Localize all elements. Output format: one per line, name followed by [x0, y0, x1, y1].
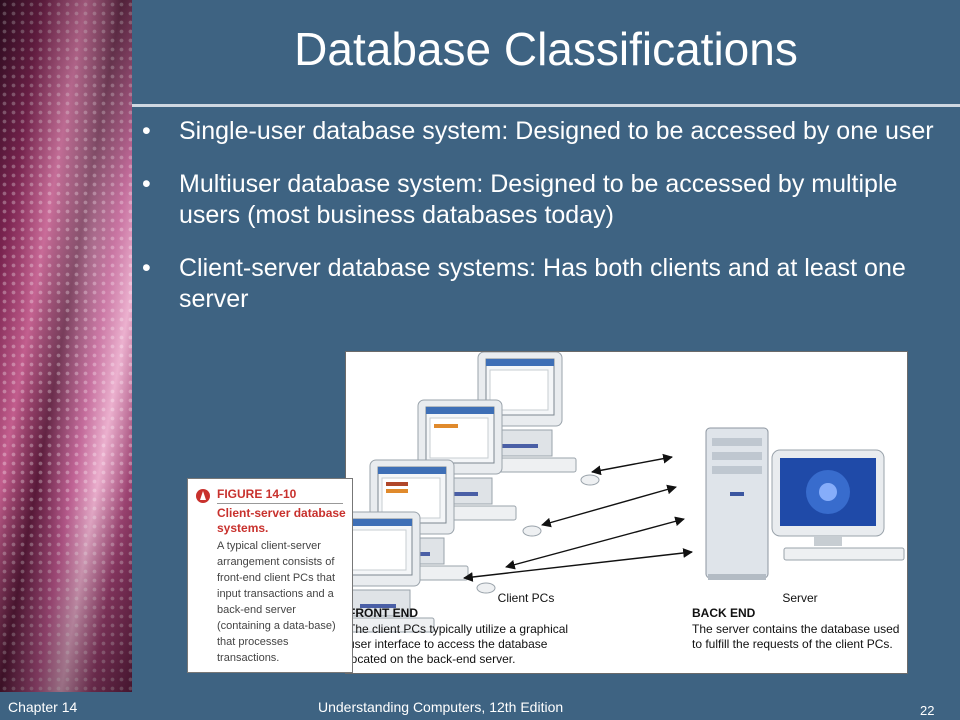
- bullet-list: Single-user database system: Designed to…: [142, 116, 942, 337]
- server-label: Server: [782, 591, 817, 605]
- bullet-item: Client-server database systems: Has both…: [142, 253, 942, 315]
- back-end-line: The server contains the database used: [692, 622, 899, 636]
- caption-divider: [217, 503, 343, 504]
- bullet-item: Multiuser database system: Designed to b…: [142, 169, 942, 231]
- decorative-side-image: [0, 0, 132, 692]
- client-pc-icon: [369, 459, 469, 581]
- connection-arrow: [541, 484, 677, 528]
- figure-marker-icon: [196, 489, 210, 503]
- back-end-line: to fulfill the requests of the client PC…: [692, 637, 893, 651]
- title-divider: [132, 104, 960, 107]
- slide-title: Database Classifications: [294, 23, 798, 75]
- figure-caption: FIGURE 14-10 Client-server database syst…: [187, 478, 353, 673]
- figure-number: FIGURE 14-10: [217, 487, 297, 501]
- figure-name: Client-server database systems.: [217, 506, 346, 535]
- client-server-figure: Client PCs Server FRONT END The client P…: [345, 351, 908, 674]
- client-pc-icon: [417, 399, 517, 521]
- connection-arrow: [591, 453, 673, 476]
- front-end-line: located on the back-end server.: [348, 652, 515, 666]
- connection-arrow: [463, 548, 693, 582]
- page-number: 22: [920, 703, 935, 718]
- front-end-title: FRONT END: [348, 606, 418, 620]
- figure-description: A typical client-server arrangement cons…: [217, 540, 336, 664]
- front-end-line: The client PCs typically utilize a graph…: [348, 622, 568, 636]
- front-end-line: user interface to access the database: [348, 637, 548, 651]
- server-tower-icon: [705, 427, 769, 580]
- client-pcs-label: Client PCs: [498, 591, 555, 605]
- back-end-title: BACK END: [692, 606, 756, 620]
- client-pc-icon: [346, 511, 435, 633]
- bullet-item: Single-user database system: Designed to…: [142, 116, 942, 147]
- footer-book-title: Understanding Computers, 12th Edition: [318, 699, 564, 715]
- footer-chapter: Chapter 14: [8, 699, 78, 715]
- client-server-illustration: Client PCs Server FRONT END The client P…: [346, 352, 905, 666]
- server-monitor-icon: [771, 449, 905, 561]
